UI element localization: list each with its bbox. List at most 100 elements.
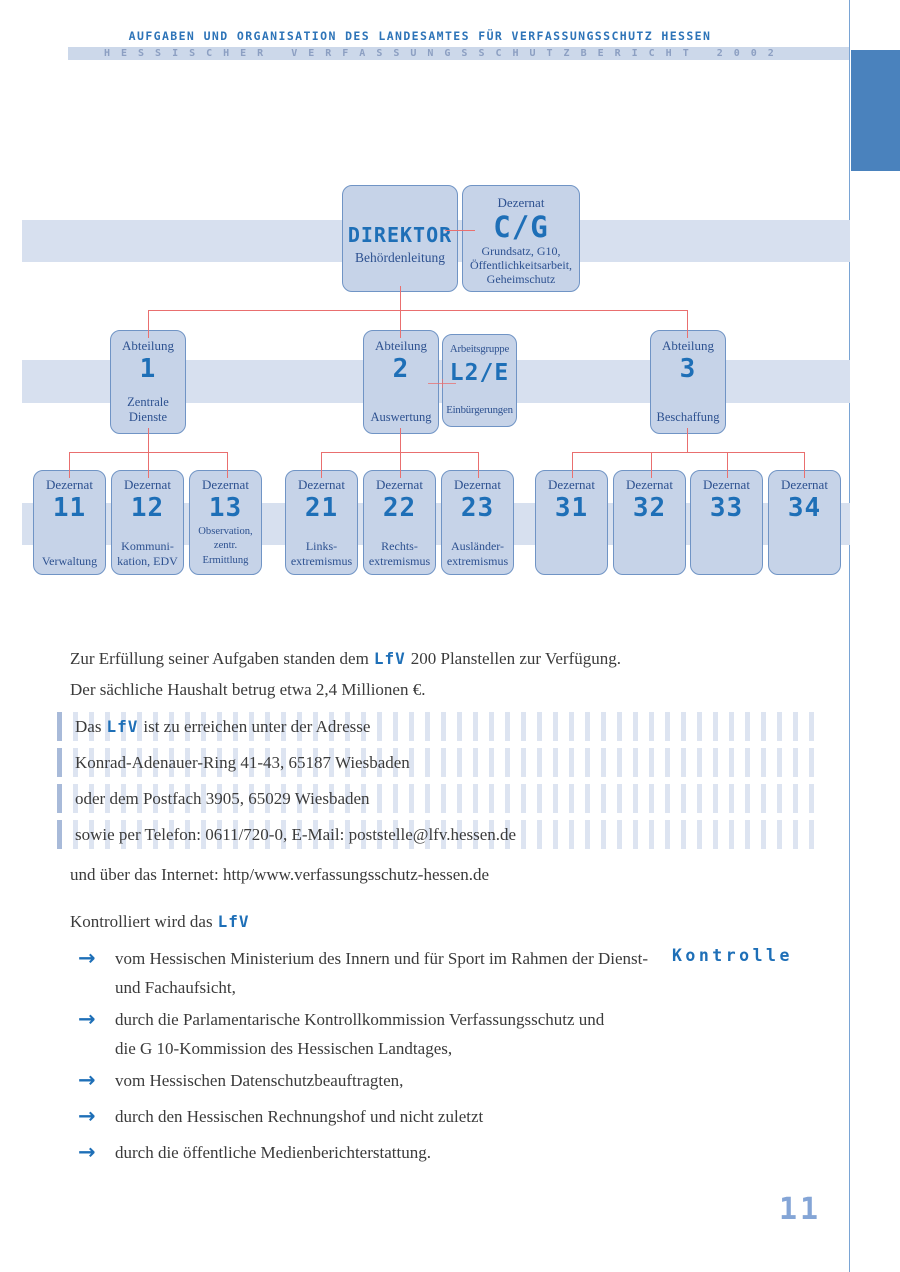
address-line1-pre: Das <box>75 717 102 736</box>
connector-drop-12 <box>148 452 149 478</box>
box-code: 2 <box>392 354 410 384</box>
margin-keyword-kontrolle: Kontrolle <box>672 946 793 965</box>
list-item: → vom Hessischen Datenschutzbeauftragten… <box>78 1066 678 1095</box>
list-item-text: durch den Hessischen Rechnungshof und ni… <box>115 1107 484 1126</box>
box-code: C/G <box>493 210 549 244</box>
connector-drop-23 <box>478 452 479 478</box>
box-label: Dezernat <box>703 477 750 492</box>
intro-line-2: Der sächliche Haushalt betrug etwa 2,4 M… <box>70 680 426 699</box>
box-label: Dezernat <box>376 477 423 492</box>
org-box-dezernat-11: Dezernat 11 Verwaltung <box>33 470 106 575</box>
box-label: Arbeitsgruppe <box>449 343 510 355</box>
box-code: L2/E <box>449 360 510 386</box>
connector-drop-32 <box>651 452 652 478</box>
box-label: Dezernat <box>454 477 501 492</box>
list-item-text: durch die öffentliche Medienberichtersta… <box>115 1143 431 1162</box>
org-box-dezernat-33: Dezernat 33 <box>690 470 763 575</box>
box-code: 1 <box>139 354 157 384</box>
connector-direktor-down <box>400 286 401 310</box>
org-box-abteilung-1: Abteilung 1 Zentrale Dienste <box>110 330 186 434</box>
box-label: Abteilung <box>662 338 714 353</box>
connector-drop-11 <box>69 452 70 478</box>
address-line-3: oder dem Postfach 3905, 65029 Wiesbaden <box>75 789 370 808</box>
org-box-direktor: DIREKTOR Behördenleitung <box>342 185 458 292</box>
box-code: 3 <box>679 354 697 384</box>
org-box-dezernat-13: Dezernat 13 Observation, zentr. Ermittlu… <box>189 470 262 575</box>
connector-drop-33 <box>727 452 728 478</box>
connector-abt3-down <box>687 428 688 452</box>
connector-drop-34 <box>804 452 805 478</box>
box-label: Dezernat <box>46 477 93 492</box>
intro-paragraph: Zur Erfüllung seiner Aufgaben standen de… <box>70 643 710 705</box>
list-item-text: vom Hessischen Datenschutzbeauftragten, <box>115 1071 404 1090</box>
org-box-dezernat-34: Dezernat 34 <box>768 470 841 575</box>
connector-drop-21 <box>321 452 322 478</box>
box-code: 31 <box>554 493 589 523</box>
box-desc: Zentrale Dienste <box>127 395 169 424</box>
connector-row1-horizontal <box>148 310 687 311</box>
address-stripe-row: Konrad-Adenauer-Ring 41-43, 65187 Wiesba… <box>57 748 820 777</box>
org-box-abteilung-3: Abteilung 3 Beschaffung <box>650 330 726 434</box>
right-margin-rule <box>849 0 850 1272</box>
connector-drop-13 <box>227 452 228 478</box>
box-desc: Rechts- extremismus <box>368 539 431 568</box>
box-desc: Grundsatz, G10, Öffentlichkeitsarbeit, G… <box>469 244 573 286</box>
connector-abt1-down <box>148 428 149 452</box>
connector-direktor-cg <box>445 230 475 231</box>
box-label: Abteilung <box>122 338 174 353</box>
arrow-icon: → <box>78 946 96 970</box>
box-label: Dezernat <box>202 477 249 492</box>
arrow-icon: → <box>78 1140 96 1164</box>
connector-drop-31 <box>572 452 573 478</box>
org-box-dezernat-cg: Dezernat C/G Grundsatz, G10, Öffentlichk… <box>462 185 580 292</box>
chapter-tab-marker <box>851 50 900 171</box>
box-desc: Auswertung <box>370 410 432 424</box>
org-box-arbeitsgruppe-l2e: Arbeitsgruppe L2/E Einbürgerungen <box>442 334 517 427</box>
org-box-dezernat-22: Dezernat 22 Rechts- extremismus <box>363 470 436 575</box>
org-box-dezernat-12: Dezernat 12 Kommuni- kation, EDV <box>111 470 184 575</box>
connector-drop-abt2 <box>400 310 401 338</box>
page-number: 11 <box>779 1192 822 1227</box>
box-label: Dezernat <box>124 477 171 492</box>
kontrolliert-pre: Kontrolliert wird das <box>70 912 213 931</box>
lfv-abbr: LfV <box>217 912 250 931</box>
list-item-text: durch die Parlamentarische Kontrollkommi… <box>115 1010 605 1058</box>
box-label: Abteilung <box>375 338 427 353</box>
page-title: AUFGABEN UND ORGANISATION DES LANDESAMTE… <box>128 29 712 43</box>
box-label: Dezernat <box>548 477 595 492</box>
intro-line1-post: 200 Planstellen zur Verfügung. <box>410 649 621 668</box>
internet-line: und über das Internet: http/www.verfassu… <box>70 865 490 884</box>
address-line-2: Konrad-Adenauer-Ring 41-43, 65187 Wiesba… <box>75 753 410 772</box>
connector-drop-abt3 <box>687 310 688 338</box>
org-box-abteilung-2: Abteilung 2 Auswertung <box>363 330 439 434</box>
report-banner: HESSISCHER VERFASSUNGSSCHUTZBERICHT 2002 <box>68 47 850 60</box>
box-label: Dezernat <box>626 477 673 492</box>
box-code: 13 <box>208 493 243 523</box>
box-desc: Kommuni- kation, EDV <box>117 539 178 568</box>
box-desc: Observation, zentr. Ermittlung <box>198 525 253 566</box>
box-desc: Beschaffung <box>656 410 720 424</box>
box-code: 23 <box>460 493 495 523</box>
box-code: 32 <box>632 493 667 523</box>
org-box-dezernat-31: Dezernat 31 <box>535 470 608 575</box>
address-line-4: sowie per Telefon: 0611/720-0, E-Mail: p… <box>75 825 517 844</box>
connector-abt2-down <box>400 428 401 452</box>
direktor-title: DIREKTOR <box>347 223 453 247</box>
intro-line-1: Zur Erfüllung seiner Aufgaben standen de… <box>70 643 710 674</box>
list-item: → vom Hessischen Ministerium des Innern … <box>78 944 678 1002</box>
list-item: → durch die Parlamentarische Kontrollkom… <box>78 1005 678 1063</box>
lfv-abbr: LfV <box>373 649 406 668</box>
box-desc: Einbürgerungen <box>446 404 513 416</box>
connector-group2-horizontal <box>321 452 478 453</box>
box-desc: Links- extremismus <box>290 539 353 568</box>
box-label: Dezernat <box>781 477 828 492</box>
arrow-icon: → <box>78 1007 96 1031</box>
box-label: Dezernat <box>497 195 545 210</box>
box-code: 22 <box>382 493 417 523</box>
box-code: 21 <box>304 493 339 523</box>
box-label: Dezernat <box>298 477 345 492</box>
